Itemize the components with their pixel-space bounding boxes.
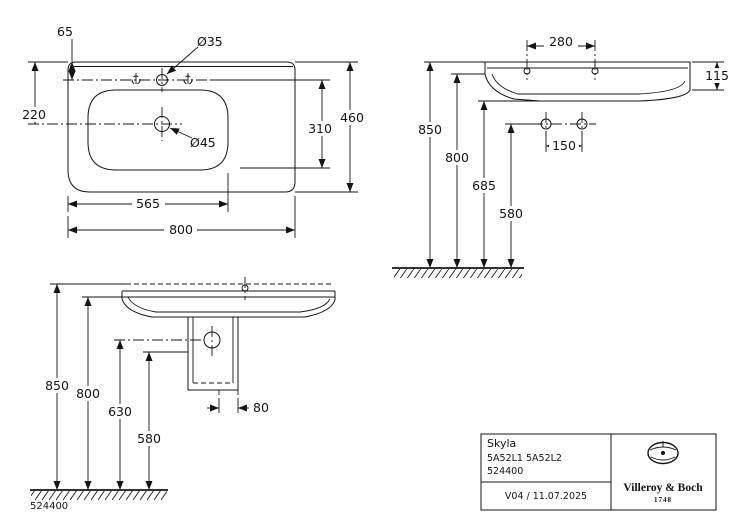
fixing-hole-left — [540, 118, 552, 130]
elevation-dim-fixing-height: 580 — [496, 206, 526, 221]
front-dim-trap-height: 580 — [134, 431, 164, 446]
fixing-hole-right — [576, 118, 588, 130]
front-dim-front-edge-height: 800 — [73, 386, 103, 401]
plan-dim-taphole-diameter: Ø35 — [197, 34, 223, 49]
drain-hole — [154, 107, 170, 141]
plan-extension-lines — [28, 61, 358, 238]
elevation-dim-front-edge-height: 800 — [442, 150, 472, 165]
bowl-inner-outline — [87, 89, 229, 171]
svg-text:580: 580 — [137, 431, 161, 446]
svg-text:310: 310 — [308, 121, 332, 136]
svg-text:460: 460 — [340, 110, 364, 125]
plan-dim-overall-depth: 460 — [336, 110, 368, 125]
plan-dim-rear-to-taphole: 65 — [52, 24, 78, 39]
plan-dim-bowl-width: 565 — [132, 196, 165, 211]
front-dim-outlet-width: 80 — [253, 400, 269, 415]
article-number: 524400 — [487, 466, 523, 477]
svg-text:150: 150 — [552, 138, 576, 153]
svg-text:800: 800 — [169, 222, 193, 237]
deck-taphole-left — [523, 67, 531, 75]
plan-dim-taphole-to-bowl-front: 310 — [304, 121, 336, 136]
svg-text:850: 850 — [418, 122, 442, 137]
svg-text:630: 630 — [108, 404, 132, 419]
plan-view: 65 Ø35 220 Ø45 310 460 565 800 — [19, 24, 368, 238]
front-dim-rim-height: 850 — [42, 378, 72, 393]
elevation-dim-rim-height: 850 — [415, 122, 445, 137]
basin-outer-outline — [67, 61, 296, 193]
article-number-note: 524400 — [30, 501, 68, 512]
elevation-view: 280 115 150 850 800 685 580 — [392, 34, 732, 278]
taphole-right-optional — [183, 73, 193, 87]
elevation-dim-underside-height: 685 — [469, 178, 499, 193]
version-date: V04 / 11.07.2025 — [505, 491, 587, 502]
svg-text:685: 685 — [472, 178, 496, 193]
plan-dim-overall-width: 800 — [164, 222, 197, 237]
brand-year: 1748 — [654, 496, 672, 504]
plan-dim-rear-to-drain: 220 — [19, 107, 50, 122]
svg-text:580: 580 — [499, 206, 523, 221]
svg-text:220: 220 — [22, 107, 46, 122]
brand-name: Villeroy & Boch — [623, 482, 703, 494]
siphon-trap — [187, 317, 239, 399]
basin-profile-inner-line — [491, 73, 686, 95]
deck-taphole-right — [591, 67, 599, 75]
title-block-border — [480, 433, 717, 511]
elevation-dim-taphole-spacing: 280 — [544, 34, 578, 49]
taphole-front — [241, 277, 249, 300]
elevation-dim-fixing-spacing: 150 — [549, 138, 579, 153]
brand-logo-icon — [647, 441, 679, 465]
svg-text:65: 65 — [57, 24, 73, 39]
front-dim-outlet-height: 630 — [105, 404, 135, 419]
title-block: Skyla 5A52L1 5A52L2 524400 V04 / 11.07.2… — [480, 433, 717, 511]
svg-text:280: 280 — [549, 34, 573, 49]
svg-text:800: 800 — [445, 150, 469, 165]
elevation-dim-front-height: 115 — [702, 68, 732, 83]
floor-hatch — [394, 269, 522, 278]
plan-dim-drain-diameter: Ø45 — [190, 135, 216, 150]
outlet-circle — [203, 326, 221, 356]
taphole-left-optional — [131, 73, 141, 87]
product-name: Skyla — [487, 437, 516, 450]
svg-text:850: 850 — [45, 378, 69, 393]
svg-text:800: 800 — [76, 386, 100, 401]
front-view: 850 800 630 580 80 524400 — [30, 277, 336, 512]
svg-text:565: 565 — [136, 196, 160, 211]
basin-body-inner-line — [127, 296, 331, 313]
model-numbers: 5A52L1 5A52L2 — [487, 453, 562, 464]
basin-profile-outline — [484, 61, 691, 102]
elevation-dimension-lines — [426, 42, 721, 268]
taphole-center — [156, 68, 168, 92]
svg-text:115: 115 — [705, 68, 729, 83]
floor-hatch — [31, 491, 167, 500]
basin-body-outline — [121, 291, 336, 318]
